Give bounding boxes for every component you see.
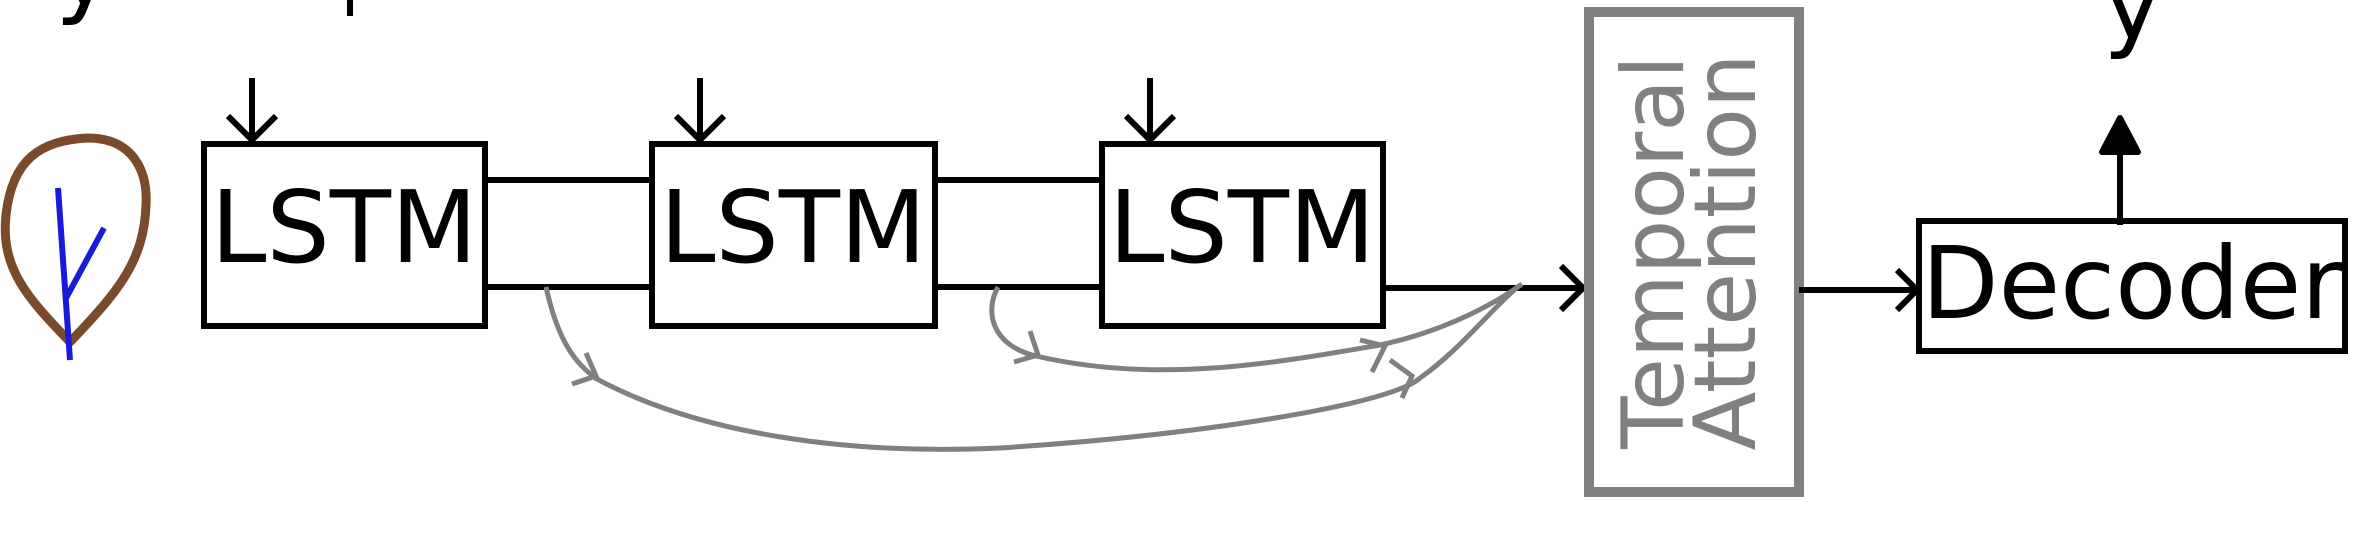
lstm-cell-1: LSTM — [201, 141, 488, 329]
lstm-cell-3: LSTM — [1099, 141, 1386, 329]
lstm-label: LSTM — [660, 169, 927, 286]
attention-label-line1: Temporal — [1604, 55, 1704, 450]
top-label-right: y — [2103, 0, 2162, 62]
decoder-label: Decoder — [1922, 225, 2344, 342]
input-arrow-2 — [673, 78, 727, 145]
output-arrow — [2099, 115, 2141, 225]
lstm-label: LSTM — [211, 169, 478, 286]
skip-arrow-1 — [543, 283, 1522, 452]
skip-arrow-2 — [989, 281, 1524, 374]
temporal-attention-block: Temporal Attention — [1584, 7, 1804, 497]
recurrent-connections — [485, 177, 1102, 290]
input-arrow-1 — [225, 78, 279, 145]
lstm-cell-2: LSTM — [649, 141, 938, 329]
hidden-to-attention-arrow — [1383, 263, 1588, 313]
leaf-icon — [0, 133, 151, 361]
decoder-block: Decoder — [1916, 218, 2348, 354]
attention-label-line2: Attention — [1676, 54, 1776, 451]
attention-to-decoder-arrow — [1799, 267, 1922, 313]
top-label-left: y — [55, 0, 114, 28]
lstm-label: LSTM — [1109, 169, 1376, 286]
input-arrow-3 — [1123, 78, 1177, 145]
